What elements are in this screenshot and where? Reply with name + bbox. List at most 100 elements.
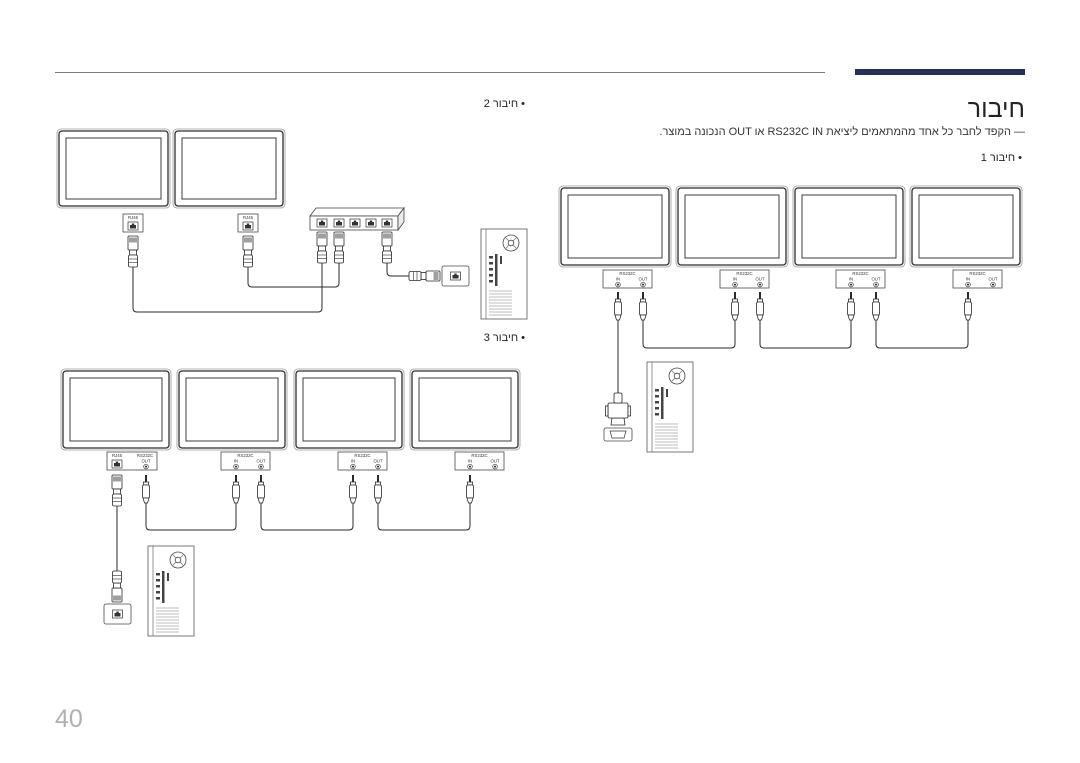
cable [247,263,340,288]
cable [642,320,736,349]
connection-note: .רצומב הנוכנה OUT וא RS232C IN תאיציל םי… [659,126,1025,138]
plug-collar [965,298,971,303]
rj45-port-panel: RJ45 [237,213,259,233]
out-jack [757,281,763,288]
monitor-screen [181,137,277,200]
rj45-plug-icon [111,570,123,603]
plug-tip [759,292,761,299]
plug-strain-relief [374,497,382,504]
out-label: OUT [256,459,265,464]
out-label: OUT [490,459,499,464]
rj45-socket [112,609,123,619]
hub-side [397,206,405,232]
stereo-jack-plug-icon [614,292,622,321]
page-number: 40 [55,705,83,733]
plug-strain-relief [614,314,622,321]
plug-collar [350,481,356,486]
fan-blade [512,237,517,242]
plug-neck [129,249,137,256]
cable [759,320,852,349]
pc-port [156,591,160,594]
socket-opening [130,223,136,229]
socket-opening [336,220,342,226]
plug-collar [640,298,646,303]
thumbscrew [605,405,609,417]
pc-port [489,256,493,259]
out-label: OUT [373,459,382,464]
in-label: IN [468,459,472,464]
plug-tip [967,292,969,299]
plug-neck [113,582,121,589]
monitor-screen [684,194,780,259]
jack-hole [734,283,736,286]
in-jack [467,463,473,470]
plug-boot [334,250,344,264]
plug-tip [235,475,237,482]
cable [386,263,409,277]
pc-port [655,389,659,392]
socket-opening [384,220,390,226]
section-heading-connection-1: 1 רוביח • [980,152,1022,164]
plug-neck [318,245,326,252]
monitor-screen [185,377,279,442]
section-heading-connection-2: 2 רוביח • [483,98,525,110]
pc-tower-icon [646,361,694,453]
in-label: IN [733,277,737,282]
fan-blade [671,377,676,382]
rs232c-label: RS232C [619,271,635,276]
serial-socket [609,430,627,439]
port-panel [952,269,1003,289]
jack-hole [642,283,644,286]
plug-head [381,231,393,247]
in-jack [848,281,854,288]
fan-blade [505,237,510,242]
in-jack [732,281,738,288]
rs232c-label: RS232C [237,453,253,458]
out-jack [258,463,264,470]
plug-collar [848,298,854,303]
plug-body [872,301,880,316]
in-label: IN [966,277,970,282]
socket-opening [114,461,120,467]
jack-hole [352,465,354,468]
plug-strain-relief [466,497,474,504]
page-title: רוביח [967,95,1025,123]
rj45-label: RJ45 [243,215,254,220]
plug-boot [128,254,138,268]
pc-port [655,407,659,410]
hub-port [349,218,361,228]
stereo-jack-plug-icon [872,292,880,321]
pc-port [156,585,160,588]
plug-strain-relief [639,314,647,321]
rj45-port-panel: RJ45 [122,213,144,233]
plug-head [333,231,345,247]
rj45-plug-icon [333,231,345,264]
plug-boot [112,493,122,507]
plug-neck [244,249,252,256]
monitor-screen [418,377,512,442]
rj45-plug-icon [381,231,393,264]
pc-port [500,256,502,264]
port-panel [454,451,505,471]
fan-hub [507,239,515,247]
plug-collar [233,481,239,486]
in-label: IN [616,277,620,282]
pc-lan-port [441,265,470,287]
monitor-screen [918,194,1014,259]
plug-tip [352,475,354,482]
pc-serial-port [603,427,633,442]
plug-body [756,301,764,316]
jack-hole [617,283,619,286]
stereo-jack-plug-icon [257,475,265,504]
plug-neck [383,245,391,252]
stereo-jack-plug-icon [374,475,382,504]
plug-body [731,301,739,316]
plug-head [127,235,139,251]
plug-tip [875,292,877,299]
